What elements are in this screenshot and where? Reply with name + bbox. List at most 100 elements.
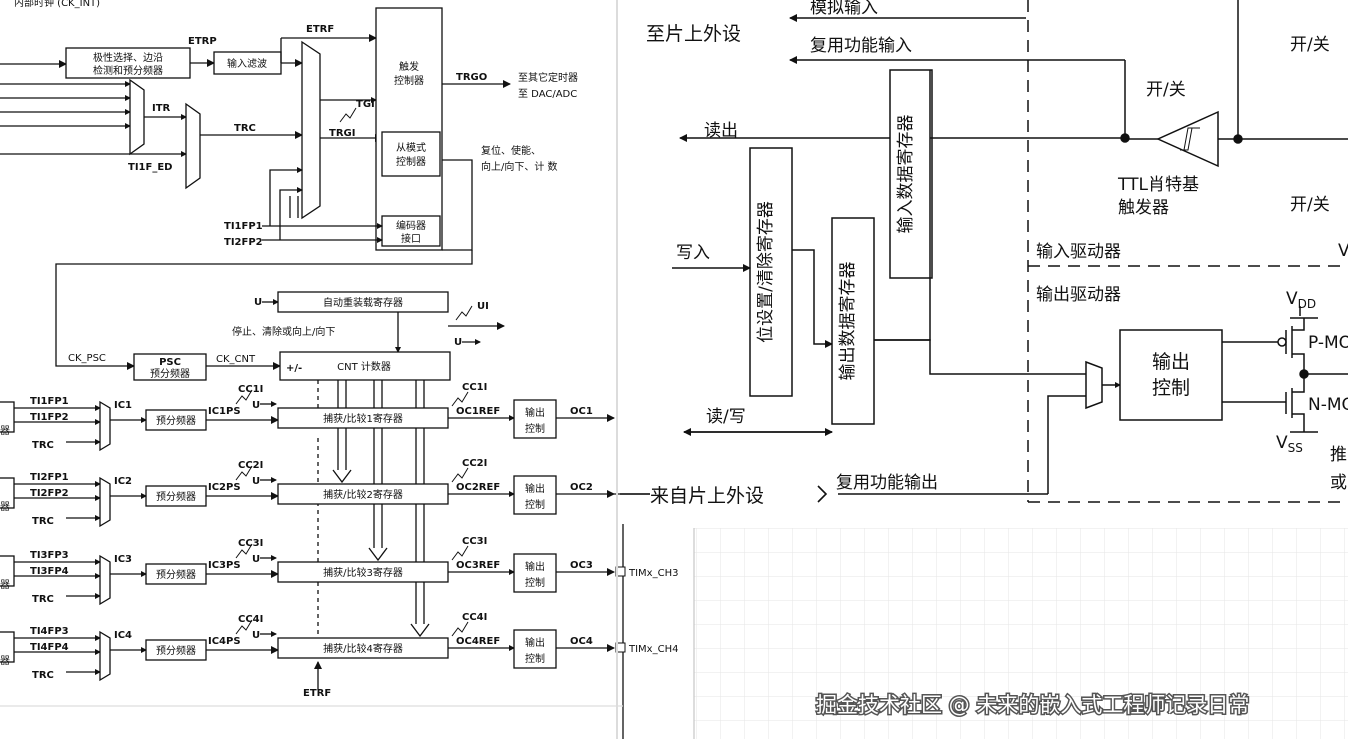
- input-mux: [99, 630, 111, 682]
- trgo-label: TRGO: [456, 72, 487, 83]
- u-label: U: [252, 400, 260, 411]
- u-label-right: U: [454, 337, 462, 348]
- ic-label: IC3: [114, 554, 132, 565]
- fp-a-label: TI1FP1: [30, 396, 69, 407]
- on-off-label-1: 开/关: [1290, 35, 1330, 55]
- itr-label: ITR: [152, 103, 171, 114]
- watermark-text: 掘金技术社区 @ 未来的嵌入式工程师记录日常: [816, 693, 1249, 717]
- vss-label: VSS: [1276, 433, 1303, 455]
- encoder-line2: 接口: [401, 232, 421, 245]
- icps-label: IC4PS: [208, 636, 241, 647]
- oc-label: OC4: [570, 636, 593, 647]
- trc-input-label: TRC: [32, 594, 54, 605]
- trigger-controller-line1: 触发: [399, 60, 419, 73]
- pin-label: TIMx_CH4: [628, 644, 678, 655]
- output-control-block: [513, 629, 557, 669]
- trgi-label: TRGI: [329, 128, 355, 139]
- vdd-v: V: [1286, 289, 1298, 309]
- cci-right-label: CC1I: [462, 382, 487, 393]
- oc-label: OC3: [570, 560, 593, 571]
- output-control-line1: 输出: [1152, 351, 1190, 373]
- read-out-label: 读出: [704, 121, 738, 141]
- channel-2: 器TI2FP1TI2FP2TRCIC2预分频器IC2PSCC2IU捕获/比较2寄…: [0, 458, 615, 528]
- output-control-block: [1119, 329, 1223, 421]
- input-mux: [99, 476, 111, 528]
- read-write-label: 读/写: [706, 407, 746, 427]
- trc-mux: [185, 102, 201, 190]
- ocref-label: OC4REF: [456, 636, 500, 647]
- channel-prescaler-label: 预分频器: [156, 414, 196, 427]
- output-mux: [1085, 360, 1103, 410]
- fp-b-label: TI4FP4: [30, 642, 69, 653]
- auto-reload-register: [277, 291, 449, 313]
- analog-input-label: 模拟输入: [810, 0, 878, 18]
- channel-left-label: 器: [0, 655, 10, 667]
- cci-right-label: CC3I: [462, 536, 487, 547]
- capture-compare-label: 捕获/比较3寄存器: [323, 566, 403, 579]
- cnt-counter-block: [279, 351, 451, 381]
- output-control-block: [513, 553, 557, 593]
- bit-set-reset-register: [749, 147, 793, 397]
- u-label: U: [252, 554, 260, 565]
- to-other-timers: 至其它定时器: [518, 71, 578, 84]
- trc-input-label: TRC: [32, 670, 54, 681]
- capture-compare-channels: 器TI1FP1TI1FP2TRCIC1预分频器IC1PSCC1IU捕获/比较1寄…: [0, 382, 678, 682]
- output-control-block: [513, 399, 557, 439]
- output-driver-label: 输出驱动器: [1036, 285, 1121, 305]
- bit-set-reset-label: 位设置/清除寄存器: [756, 201, 776, 343]
- output-control-line2: 控制: [525, 576, 545, 589]
- gpio-structure-diagram: 模拟输入 至片上外设 复用功能输入 开/关 读出 输入数据寄存器 开/关 TTL…: [616, 0, 1348, 739]
- ttl-schmitt-line1: TTL肖特基: [1117, 175, 1199, 195]
- on-off-label-3: 开/关: [1290, 195, 1330, 215]
- output-control-line1: 输出: [525, 560, 545, 573]
- ck-cnt-label: CK_CNT: [216, 354, 256, 365]
- alt-func-input-label: 复用功能输入: [810, 36, 912, 56]
- fp-a-label: TI3FP3: [30, 550, 69, 561]
- trc-input-label: TRC: [32, 516, 54, 527]
- channel-1: 器TI1FP1TI1FP2TRCIC1预分频器IC1PSCC1IU捕获/比较1寄…: [0, 382, 615, 452]
- cci-right-label: CC2I: [462, 458, 487, 469]
- reset-enable-line2: 向上/向下、计 数: [481, 160, 558, 173]
- slave-mode-controller-block: [381, 131, 441, 177]
- from-onchip-peripheral-label: 来自片上外设: [650, 485, 764, 507]
- input-data-register-label: 输入数据寄存器: [896, 115, 916, 234]
- fp-b-label: TI1FP2: [30, 412, 69, 423]
- ui-label: UI: [477, 301, 489, 312]
- trc-input-label: TRC: [32, 440, 54, 451]
- capture-compare-label: 捕获/比较4寄存器: [323, 642, 403, 655]
- output-control-block: [513, 475, 557, 515]
- edge-v-label: V: [1338, 241, 1348, 261]
- reset-enable-line1: 复位、使能、: [481, 144, 541, 157]
- cci-label: CC2I: [238, 460, 263, 471]
- edge-char-1: 推: [1330, 445, 1347, 465]
- ck-psc-label: CK_PSC: [68, 353, 106, 364]
- cci-label: CC3I: [238, 538, 263, 549]
- to-onchip-peripheral-label: 至片上外设: [646, 23, 741, 45]
- icps-label: IC3PS: [208, 560, 241, 571]
- input-mux: [99, 554, 111, 606]
- capture-compare-label: 捕获/比较1寄存器: [323, 412, 403, 425]
- input-filter-label: 输入滤波: [227, 57, 267, 70]
- auto-reload-label: 自动重装载寄存器: [323, 296, 403, 309]
- channel-left-label: 器: [0, 579, 10, 591]
- psc-prescaler-block: [133, 353, 207, 381]
- etrf-bottom-label: ETRF: [303, 688, 331, 699]
- channel-4: 器TI4FP3TI4FP4TRCIC4预分频器IC4PSCC4IU捕获/比较4寄…: [0, 612, 678, 682]
- cci-right-label: CC4I: [462, 612, 487, 623]
- fp-b-label: TI2FP2: [30, 488, 69, 499]
- trc-label: TRC: [234, 123, 256, 134]
- encoder-interface-block: [381, 215, 441, 247]
- ttl-schmitt-line2: 触发器: [1118, 198, 1169, 218]
- output-control-line2: 控制: [1152, 377, 1190, 399]
- channel-prescaler-label: 预分频器: [156, 568, 196, 581]
- edge-char-2: 或: [1330, 473, 1347, 493]
- channel-prescaler-label: 预分频器: [156, 644, 196, 657]
- alt-func-output-label: 复用功能输出: [836, 473, 938, 493]
- output-data-register-label: 输出数据寄存器: [838, 262, 858, 381]
- slave-mode-line2: 控制器: [396, 155, 426, 168]
- icps-label: IC1PS: [208, 406, 241, 417]
- tgi-label: TGI: [356, 99, 375, 110]
- cci-label: CC1I: [238, 384, 263, 395]
- ti1fp1-top-label: TI1FP1: [224, 221, 263, 232]
